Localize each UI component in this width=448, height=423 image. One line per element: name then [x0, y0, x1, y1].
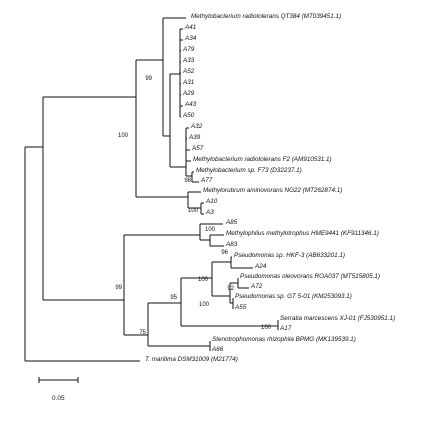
tree-branch — [229, 282, 238, 304]
bootstrap-value: 100 — [188, 208, 199, 214]
tree-branch — [199, 223, 223, 241]
tree-branch — [179, 28, 183, 118]
taxon-label: A66 — [211, 346, 224, 353]
taxon-label: A33 — [182, 57, 195, 64]
taxon-label: A83 — [225, 241, 238, 248]
tree-branch — [209, 234, 224, 247]
taxon-label: Pseudomonas sp. GT 5-01 (KM253093.1) — [235, 293, 352, 300]
tree-branch — [123, 234, 200, 336]
tree-branch — [24, 146, 140, 362]
tree-branch — [147, 302, 210, 347]
tree-branch — [180, 277, 278, 327]
tree-branch — [200, 202, 204, 215]
tree-branch — [135, 59, 188, 198]
taxon-label: A34 — [184, 35, 197, 42]
bootstrap-value: 75 — [139, 330, 146, 336]
bootstrap-value: 99 — [145, 76, 152, 82]
tree-branch — [185, 127, 192, 177]
tree-branch — [191, 171, 199, 183]
taxon-label: Stenotrophomonas rhizophila BPMG (MK1395… — [212, 336, 356, 343]
taxon-label: Pseudomonas sp. HKF-3 (AB633201.1) — [234, 252, 345, 259]
taxon-label: A55 — [234, 304, 247, 311]
bootstrap-value: 100 — [198, 277, 209, 283]
taxon-label: A3 — [205, 209, 214, 216]
bootstrap-value: 100 — [199, 302, 210, 308]
tree-branch — [187, 191, 201, 209]
tree-branch — [211, 261, 231, 297]
taxon-label: A77 — [200, 177, 213, 184]
tree-branch — [180, 39, 183, 107]
bootstrap-value: 100 — [205, 227, 216, 233]
taxon-label: Methylophilus methylotrophus HME9441 (KF… — [226, 230, 379, 237]
taxon-label: Serratia marcescens XJ-01 (FJ530951.1) — [280, 315, 395, 322]
taxon-label: A72 — [250, 283, 263, 290]
bootstrap-value: 100 — [261, 325, 272, 331]
tree-branch — [42, 96, 136, 301]
taxon-label: Methylobacterium radiotolerans F2 (AM910… — [193, 156, 332, 163]
taxon-label: A41 — [184, 24, 196, 31]
tree-branch — [169, 73, 186, 168]
taxon-label: A29 — [182, 90, 195, 97]
bootstrap-value: 99 — [115, 285, 122, 291]
taxon-label: A52 — [182, 68, 195, 75]
taxon-labels: Methylobacterium radiotolerans QT384 (MT… — [145, 13, 395, 363]
taxon-label: A43 — [184, 101, 197, 108]
taxon-label: T. maritima DSM31009 (M21774) — [145, 356, 238, 363]
taxon-label: A17 — [279, 325, 292, 332]
tree-branch — [237, 278, 249, 289]
tree-branch — [162, 17, 186, 137]
taxon-label: Pseudomonas oleovorans ROA037 (MT515805.… — [240, 273, 380, 280]
taxon-label: A79 — [182, 46, 195, 53]
taxon-label: A31 — [182, 79, 194, 86]
tree-branch — [230, 256, 253, 269]
taxon-label: A85 — [225, 219, 238, 226]
tree-branch — [186, 138, 191, 162]
tree-branches — [24, 17, 279, 362]
bootstrap-value: 98 — [184, 178, 191, 184]
scale-bar-label: 0.05 — [52, 395, 65, 402]
taxon-label: A50 — [182, 112, 195, 119]
bootstrap-value: 92 — [227, 286, 234, 292]
taxon-label: A57 — [191, 145, 204, 152]
taxon-label: Methylorubrum aminovorans NG22 (MT262874… — [203, 187, 342, 194]
taxon-label: A24 — [254, 263, 267, 270]
taxon-label: A39 — [188, 134, 201, 141]
taxon-label: A10 — [205, 198, 218, 205]
bootstrap-values: 99 100 98 100 100 96 92 100 100 95 100 9… — [115, 76, 271, 336]
taxon-label: Methylobacterium radiotolerans QT384 (MT… — [191, 13, 341, 20]
taxon-label: Methylobacterium sp. F73 (D32237.1) — [196, 167, 302, 174]
bootstrap-value: 100 — [118, 133, 129, 139]
scale-bar: 0.05 — [38, 377, 79, 402]
bootstrap-value: 96 — [221, 250, 228, 256]
taxon-label: A32 — [190, 123, 203, 130]
bootstrap-value: 95 — [170, 295, 177, 301]
